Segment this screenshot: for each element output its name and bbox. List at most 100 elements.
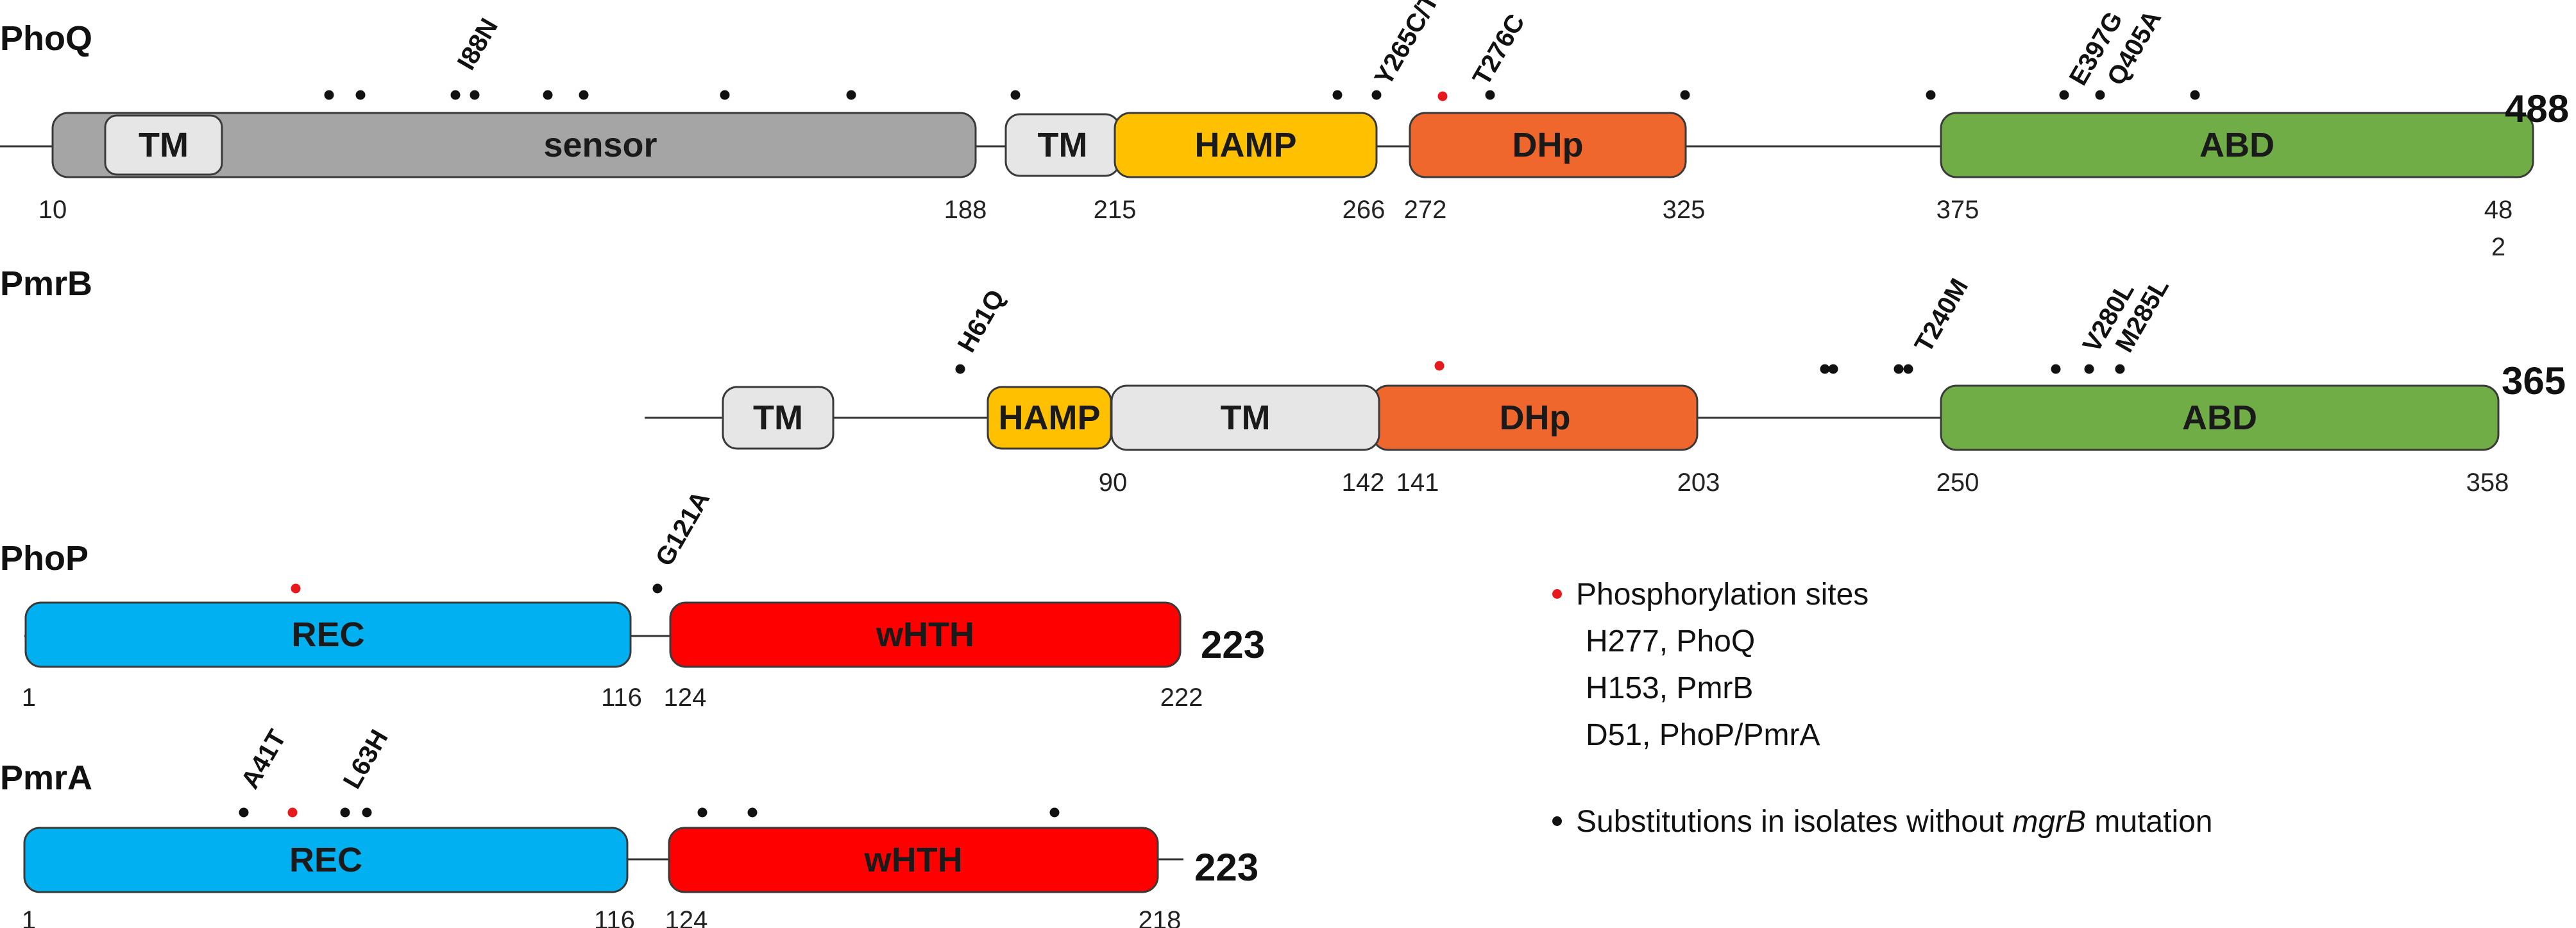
legend-substitution-row: Substitutions in isolates without mgrB m… — [1552, 798, 2213, 845]
mutation-label: L63H — [338, 725, 394, 794]
substitution-dot — [652, 583, 663, 594]
substitution-dot — [362, 807, 372, 818]
phosphorylation-site-bullet-icon — [1552, 589, 1562, 599]
domain-label: ABD — [2182, 399, 2257, 437]
domain-box — [722, 386, 835, 450]
domain-label: HAMP — [1195, 126, 1297, 164]
legend-substitution-gene: mgrB — [2012, 805, 2087, 839]
residue-number: 116 — [601, 683, 642, 712]
protein-length: 488 — [2505, 87, 2569, 130]
substitution-dot — [1485, 90, 1495, 100]
residue-number: 116 — [594, 906, 635, 928]
legend-phos-site: H277, PhoQ — [1586, 624, 1756, 658]
domain-box — [1110, 384, 1380, 451]
phosphorylation-site-dot — [1437, 91, 1448, 101]
substitution-dot — [747, 807, 758, 818]
mutation-label: I88N — [452, 13, 504, 74]
residue-number: 358 — [2466, 468, 2509, 497]
substitution-dot — [324, 90, 334, 100]
residue-number: 90 — [1099, 468, 1128, 497]
substitution-dot — [470, 90, 480, 100]
protein-length: 223 — [1194, 846, 1258, 889]
domain-box — [1940, 384, 2500, 451]
protein-length: 223 — [1201, 623, 1265, 666]
legend-phos-site: H153, PmrB — [1586, 671, 1754, 705]
domain-box — [24, 601, 632, 668]
substitution-dot — [2051, 364, 2061, 374]
residue-number: 141 — [1396, 468, 1439, 497]
substitution-dot — [955, 364, 965, 374]
legend: Phosphorylation sites H277, PhoQ H153, P… — [1552, 571, 2213, 845]
residue-number: 218 — [1139, 906, 1182, 928]
substitution-dot — [2115, 364, 2125, 374]
legend-phos-site: D51, PhoP/PmrA — [1586, 718, 1820, 752]
domain-label: TM — [753, 399, 803, 437]
residue-number: 375 — [1936, 196, 1979, 224]
residue-number: 215 — [1094, 196, 1137, 224]
protein-name: PhoQ — [0, 19, 92, 58]
domain-label: wHTH — [864, 841, 963, 879]
domain-box — [669, 601, 1182, 668]
residue-number: 142 — [1342, 468, 1385, 497]
legend-substitution-suffix: mutation — [2086, 805, 2213, 839]
substitution-dot — [1049, 807, 1060, 818]
domain-label: DHp — [1500, 399, 1571, 437]
substitution-dot — [697, 807, 708, 818]
domain-label: sensor — [543, 126, 657, 164]
residue-number: 266 — [1343, 196, 1385, 224]
substitution-dot — [1332, 90, 1343, 100]
substitution-dot — [2084, 364, 2094, 374]
substitution-dot — [450, 90, 461, 100]
domain-box — [23, 827, 629, 893]
mutation-label: T276C — [1468, 10, 1530, 90]
mutation-label: G121A — [650, 486, 715, 571]
domain-box — [51, 112, 977, 178]
residue-number: 48 — [2484, 196, 2513, 224]
residue-number: 325 — [1663, 196, 1706, 224]
residue-number: 10 — [38, 196, 67, 224]
legend-substitution-prefix: Substitutions in isolates without — [1576, 805, 2013, 839]
protein-name: PmrA — [0, 759, 92, 797]
residue-number: 250 — [1936, 468, 1979, 497]
substitution-dot — [1828, 364, 1838, 374]
residue-number: 222 — [1160, 683, 1203, 712]
domain-label: DHp — [1513, 126, 1584, 164]
protein-length: 365 — [2502, 359, 2566, 402]
domain-box — [1114, 112, 1378, 178]
residue-number: 124 — [665, 906, 708, 928]
residue-number: 272 — [1404, 196, 1447, 224]
substitution-dot — [355, 90, 366, 100]
substitution-dot — [1926, 90, 1936, 100]
mutation-label: Y265C/T — [1369, 0, 1445, 90]
domain-label: REC — [291, 615, 364, 654]
domain-label: REC — [289, 841, 362, 879]
substitution-dot — [2095, 90, 2105, 100]
residue-number: 2 — [2491, 233, 2505, 261]
domain-label: TM — [1221, 399, 1271, 437]
substitution-dot — [543, 90, 553, 100]
substitution-dot — [720, 90, 730, 100]
substitution-dot — [340, 807, 350, 818]
phosphorylation-site-dot — [1434, 361, 1445, 371]
substitution-dot — [1903, 364, 1913, 374]
domain-box — [1409, 112, 1687, 178]
substitution-dot — [239, 807, 249, 818]
substitution-dot — [1010, 90, 1021, 100]
substitution-dot — [1894, 364, 1904, 374]
substitution-dot — [2190, 90, 2200, 100]
domain-label: HAMP — [999, 399, 1101, 437]
domain-label: TM — [1038, 126, 1088, 164]
domain-label: TM — [139, 126, 189, 164]
domain-label: ABD — [2199, 126, 2275, 164]
substitution-dot — [846, 90, 856, 100]
phosphorylation-site-dot — [291, 583, 301, 594]
substitution-dot — [2059, 90, 2069, 100]
residue-number: 188 — [944, 196, 987, 224]
mutation-label: H61Q — [953, 285, 1010, 357]
protein-name: PmrB — [0, 264, 92, 303]
domain-label: wHTH — [876, 615, 974, 654]
legend-phosphorylation-title: Phosphorylation sites — [1576, 578, 1869, 612]
residue-number: 1 — [22, 906, 36, 928]
protein-name: PhoP — [0, 539, 89, 578]
